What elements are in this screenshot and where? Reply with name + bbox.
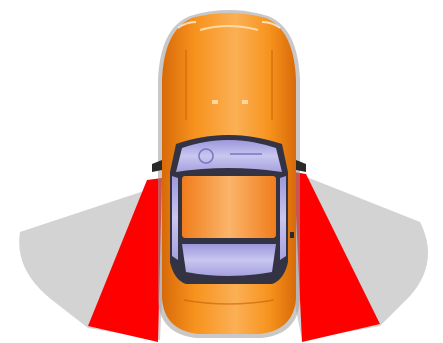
left-mirror-icon	[152, 160, 162, 172]
car-icon	[152, 10, 306, 338]
car-roof	[182, 176, 276, 238]
rear-window	[182, 244, 276, 276]
right-mirror-icon	[296, 160, 306, 172]
